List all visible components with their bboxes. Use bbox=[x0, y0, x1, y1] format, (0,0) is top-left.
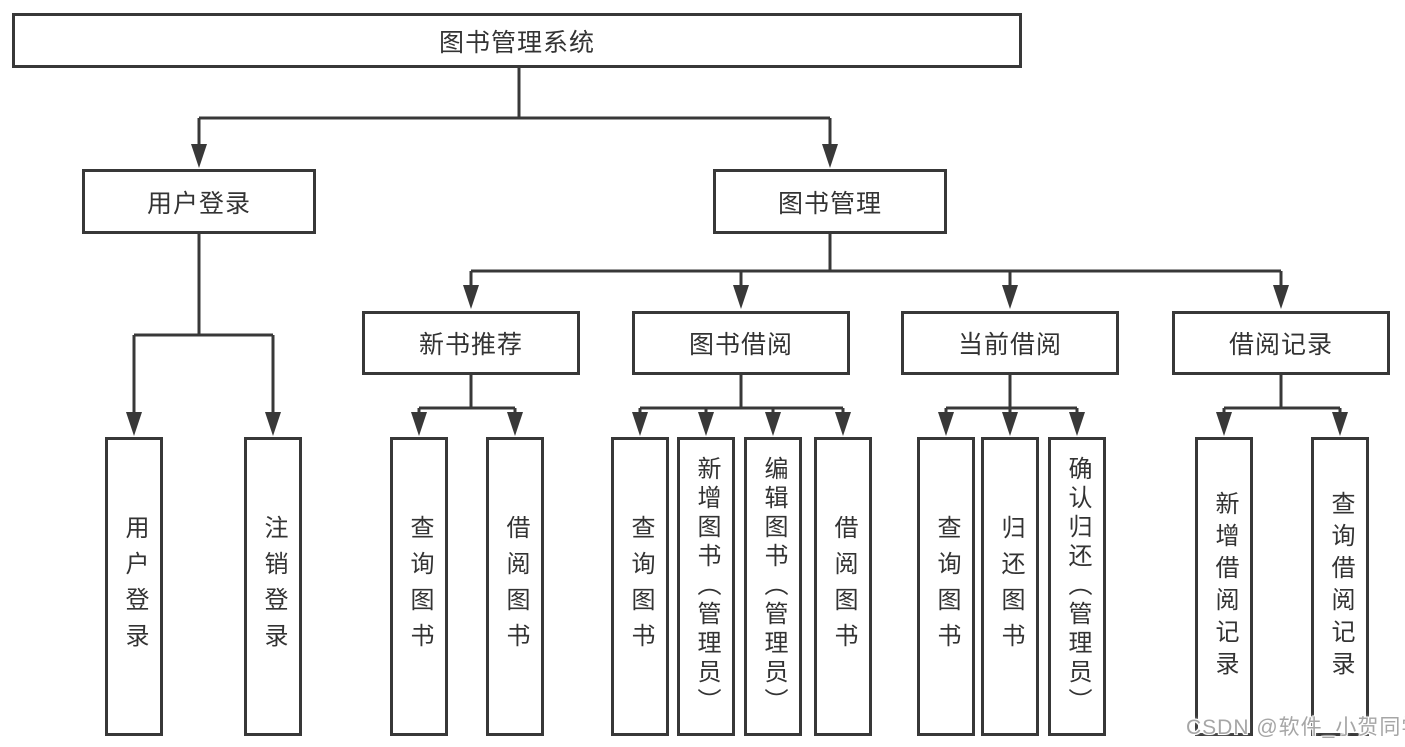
arrowhead bbox=[938, 412, 954, 436]
node-label: 借阅图书 bbox=[502, 514, 529, 659]
leaf-borrow-edit-books-admin: 编辑图书（管理员） bbox=[744, 437, 802, 736]
leaf-current-confirm-return-admin: 确认归还（管理员） bbox=[1048, 437, 1106, 736]
node-label: 归还图书 bbox=[997, 514, 1024, 659]
leaf-logout: 注销登录 bbox=[244, 437, 302, 736]
leaf-rec-borrow-books: 借阅图书 bbox=[486, 437, 544, 736]
leaf-current-return-books: 归还图书 bbox=[981, 437, 1039, 736]
node-label: 查询图书 bbox=[933, 514, 960, 659]
arrowhead bbox=[632, 412, 648, 436]
node-label: 查询借阅记录 bbox=[1327, 490, 1354, 683]
leaf-records-query-borrow-record: 查询借阅记录 bbox=[1311, 437, 1369, 736]
arrowhead bbox=[191, 144, 207, 168]
node-label: 确认归还（管理员） bbox=[1064, 456, 1091, 717]
node-user-login: 用户登录 bbox=[82, 169, 316, 234]
leaf-records-add-borrow-record: 新增借阅记录 bbox=[1195, 437, 1253, 736]
arrowhead bbox=[1273, 285, 1289, 309]
node-label: 图书借阅 bbox=[688, 331, 793, 359]
node-label: 新增图书（管理员） bbox=[693, 456, 720, 717]
arrowhead bbox=[126, 412, 142, 436]
arrowhead bbox=[507, 412, 523, 436]
leaf-borrow-borrow-books: 借阅图书 bbox=[814, 437, 872, 736]
node-new-book-recommendation: 新书推荐 bbox=[362, 311, 580, 375]
node-label: 新书推荐 bbox=[418, 331, 523, 359]
connector-new-book-recommendation bbox=[417, 375, 517, 414]
arrowhead bbox=[698, 412, 714, 436]
leaf-rec-query-books: 查询图书 bbox=[390, 437, 448, 736]
arrowhead bbox=[1069, 412, 1085, 436]
node-label: 查询图书 bbox=[406, 514, 433, 659]
node-label: 新增借阅记录 bbox=[1211, 490, 1238, 683]
node-book-management: 图书管理 bbox=[713, 169, 947, 234]
arrowhead bbox=[765, 412, 781, 436]
connector-user-login bbox=[132, 234, 275, 414]
arrowhead bbox=[1216, 412, 1232, 436]
leaf-borrow-add-books-admin: 新增图书（管理员） bbox=[677, 437, 735, 736]
node-library-management-system: 图书管理系统 bbox=[12, 13, 1022, 68]
arrowhead bbox=[411, 412, 427, 436]
connector-borrowing-records bbox=[1222, 375, 1342, 414]
node-label: 借阅记录 bbox=[1228, 331, 1333, 359]
arrowhead bbox=[1002, 412, 1018, 436]
arrowhead bbox=[1332, 412, 1348, 436]
arrowhead bbox=[265, 412, 281, 436]
node-current-borrowing: 当前借阅 bbox=[901, 311, 1119, 375]
arrowhead bbox=[822, 144, 838, 168]
node-label: 查询图书 bbox=[627, 514, 654, 659]
connector-current-borrowing bbox=[944, 375, 1079, 414]
connector-root bbox=[197, 68, 832, 148]
csdn-watermark: CSDN @软件_小贺同学 bbox=[1186, 716, 1405, 739]
node-label: 用户登录 bbox=[146, 189, 251, 218]
leaf-user-login: 用户登录 bbox=[105, 437, 163, 736]
connector-book-borrowing bbox=[638, 375, 845, 414]
node-label: 借阅图书 bbox=[830, 514, 857, 659]
arrowhead bbox=[733, 285, 749, 309]
node-label: 当前借阅 bbox=[957, 331, 1062, 359]
node-label: 图书管理 bbox=[777, 189, 882, 218]
node-label: 用户登录 bbox=[121, 514, 148, 659]
connector-book-management bbox=[469, 234, 1283, 288]
node-book-borrowing: 图书借阅 bbox=[632, 311, 850, 375]
arrowheads bbox=[126, 144, 1348, 436]
node-borrowing-records: 借阅记录 bbox=[1172, 311, 1390, 375]
node-label: 图书管理系统 bbox=[438, 28, 595, 57]
leaf-borrow-query-books: 查询图书 bbox=[611, 437, 669, 736]
arrowhead bbox=[463, 285, 479, 309]
leaf-current-query-books: 查询图书 bbox=[917, 437, 975, 736]
node-label: 注销登录 bbox=[260, 514, 287, 659]
arrowhead bbox=[835, 412, 851, 436]
arrowhead bbox=[1002, 285, 1018, 309]
node-label: 编辑图书（管理员） bbox=[760, 456, 787, 717]
